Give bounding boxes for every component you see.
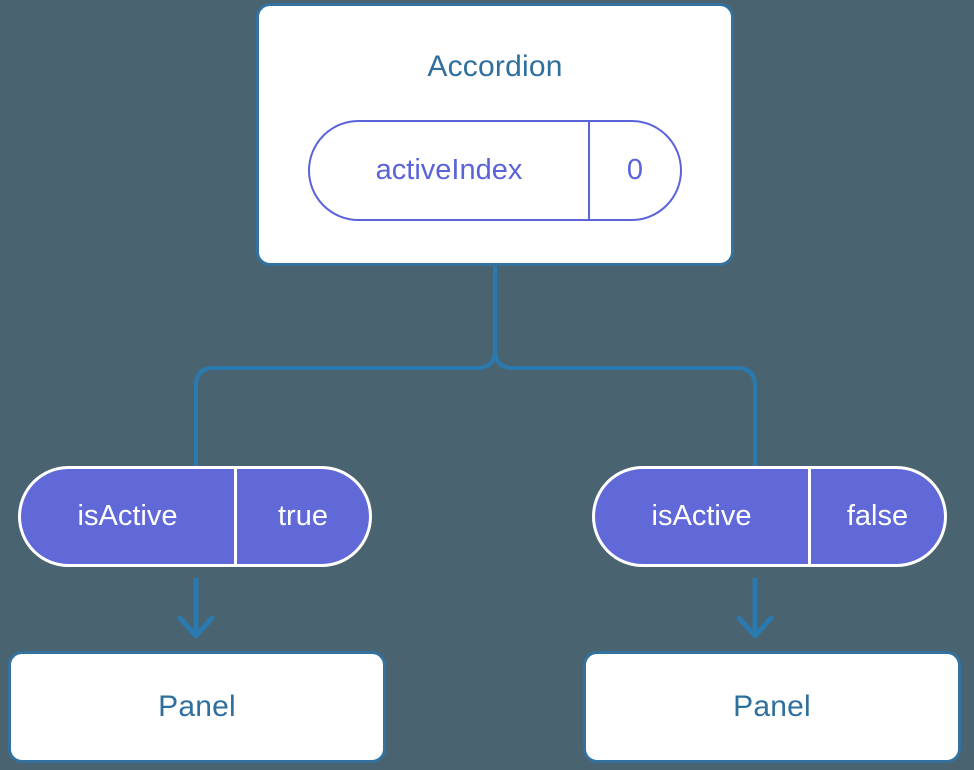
prop-pill-value: false <box>808 469 944 564</box>
prop-pill-is-active-true[interactable]: isActive true <box>18 466 372 567</box>
tree-branch-connector <box>194 264 497 468</box>
state-pill-key: activeIndex <box>375 154 523 186</box>
arrow-down-icon <box>736 578 774 639</box>
panel-node-title: Panel <box>158 690 236 723</box>
state-pill-active-index[interactable]: activeIndex 0 <box>308 120 682 221</box>
prop-pill-value: true <box>234 469 369 564</box>
tree-branch-connector <box>493 264 757 468</box>
state-pill-value: 0 <box>588 122 680 219</box>
panel-node-right[interactable]: Panel <box>583 651 961 763</box>
prop-pill-is-active-false[interactable]: isActive false <box>592 466 947 567</box>
accordion-node-title: Accordion <box>427 50 563 83</box>
panel-node-left[interactable]: Panel <box>8 651 386 763</box>
prop-pill-key: isActive <box>77 500 178 532</box>
panel-node-title: Panel <box>733 690 811 723</box>
arrow-down-icon <box>177 578 215 639</box>
prop-pill-key: isActive <box>651 500 752 532</box>
